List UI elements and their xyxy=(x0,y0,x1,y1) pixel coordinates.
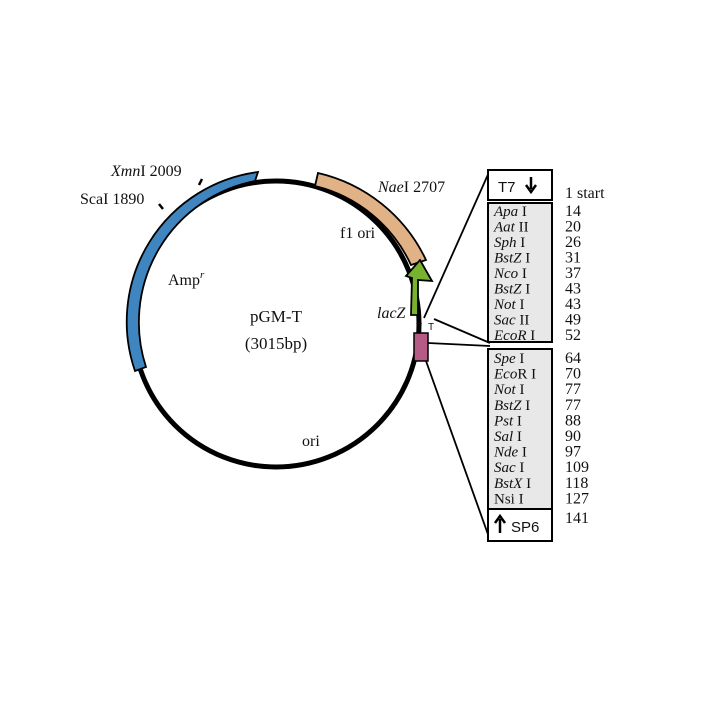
leader-line-upper-outer xyxy=(423,169,491,319)
t7-label: T7 xyxy=(498,179,516,196)
site-position: 97 xyxy=(565,444,581,461)
site-name: Sac II xyxy=(494,313,529,329)
site-position: 49 xyxy=(565,312,581,329)
plasmid-size: (3015bp) xyxy=(245,334,307,353)
site-position: 70 xyxy=(565,366,581,383)
site-name: Not I xyxy=(493,382,524,398)
site-position: 127 xyxy=(565,490,589,507)
site-position: 88 xyxy=(565,412,581,429)
t7-position: 1 start xyxy=(565,185,605,202)
site-name: EcoR I xyxy=(493,367,536,383)
leader-line-lower-inner xyxy=(427,342,491,347)
site-name: Aat II xyxy=(493,220,529,236)
t-overhang-left: T xyxy=(416,322,422,333)
lacz-gene-arrow xyxy=(404,258,434,316)
t7-promoter-box xyxy=(487,169,553,201)
t-overhang-right: T xyxy=(428,322,434,333)
site-position: 26 xyxy=(565,234,581,251)
site-position: 77 xyxy=(565,397,581,414)
site-position: 90 xyxy=(565,428,581,445)
site-position: 20 xyxy=(565,219,581,236)
site-position: 77 xyxy=(565,381,581,398)
f1-ori-label: f1 ori xyxy=(340,225,376,242)
nae-site-label: NaeI 2707 xyxy=(377,179,445,196)
site-position: 43 xyxy=(565,296,581,313)
multiple-cloning-site xyxy=(413,332,429,362)
amp-label: Ampr xyxy=(168,269,205,289)
sca-site-tick xyxy=(158,203,164,210)
upper-site-list-box xyxy=(487,202,553,343)
site-name: Apa I xyxy=(493,204,527,220)
site-name: Sph I xyxy=(494,235,525,251)
xmn-site-label: XmnI 2009 xyxy=(110,163,182,180)
leader-line-upper-inner xyxy=(433,318,491,344)
site-name: Sal I xyxy=(494,429,522,445)
site-position: 14 xyxy=(565,203,581,220)
site-position: 52 xyxy=(565,327,581,344)
lacz-label: lacZ xyxy=(377,305,407,322)
site-name: Nde I xyxy=(493,445,527,461)
site-name: Spe I xyxy=(494,351,524,367)
site-name: BstZ I xyxy=(494,282,530,298)
sp6-up-arrow-icon xyxy=(493,513,507,533)
sp6-position: 141 xyxy=(565,510,589,527)
site-name: Nco I xyxy=(493,266,527,282)
site-name: BstX I xyxy=(494,476,531,492)
site-name: Not I xyxy=(493,297,524,313)
site-name: EcoR I xyxy=(493,328,535,344)
site-name: BstZ I xyxy=(494,251,530,267)
sp6-promoter-box xyxy=(487,508,553,542)
sp6-label: SP6 xyxy=(511,519,539,536)
site-name: Nsi I xyxy=(494,491,524,507)
site-position: 31 xyxy=(565,250,581,267)
site-position: 64 xyxy=(565,350,581,367)
t7-down-arrow-icon xyxy=(524,177,538,195)
leader-line-lower-outer xyxy=(425,360,491,541)
amp-resistance-gene xyxy=(125,170,260,373)
site-name: Pst I xyxy=(493,413,522,429)
plasmid-name: pGM-T xyxy=(250,307,303,326)
site-position: 37 xyxy=(565,265,581,282)
xmn-site-tick xyxy=(197,178,204,186)
site-position: 43 xyxy=(565,281,581,298)
site-name: BstZ I xyxy=(494,398,530,414)
site-name: Sac I xyxy=(494,460,524,476)
ori-label: ori xyxy=(302,433,320,450)
site-position: 118 xyxy=(565,475,588,492)
site-position: 109 xyxy=(565,459,589,476)
sca-site-label: ScaI 1890 xyxy=(80,191,144,208)
